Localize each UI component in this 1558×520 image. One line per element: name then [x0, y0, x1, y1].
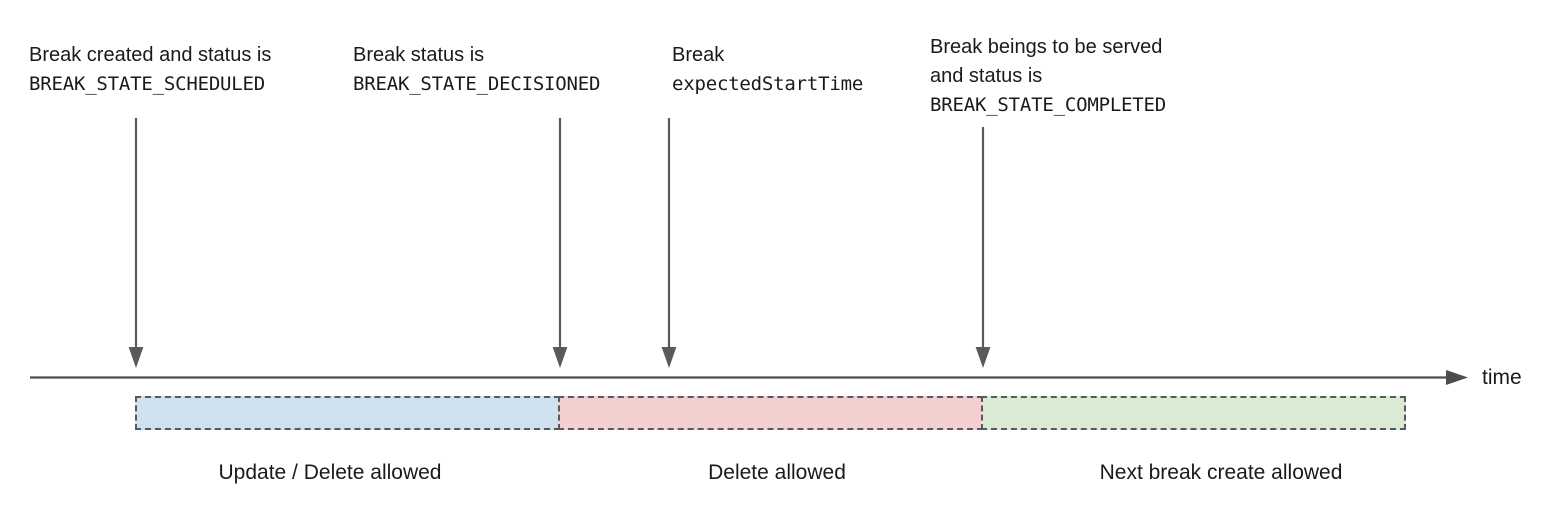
annotation-decisioned: Break status is BREAK_STATE_DECISIONED [353, 41, 600, 99]
marker-arrow-decisioned [552, 118, 568, 368]
annotation-decisioned-line-2: BREAK_STATE_DECISIONED [353, 73, 601, 95]
annotation-completed-line-1: Break beings to be served [930, 36, 1163, 58]
annotation-completed-line-3: BREAK_STATE_COMPLETED [930, 94, 1167, 116]
annotation-decisioned-line-1: Break status is [353, 44, 485, 66]
phase-bar-next-break-create-allowed [981, 396, 1406, 430]
annotation-expected-start-time: Break expectedStartTime [672, 41, 863, 99]
annotation-completed: Break beings to be served and status is … [930, 33, 1166, 120]
annotation-scheduled: Break created and status is BREAK_STATE_… [29, 41, 271, 99]
phase-caption-delete-allowed: Delete allowed [708, 461, 846, 484]
time-axis-label: time [1482, 366, 1522, 389]
phase-caption-update-delete-allowed: Update / Delete allowed [218, 461, 442, 484]
time-axis [30, 370, 1468, 385]
marker-arrow-expected-start-time [661, 118, 677, 368]
annotation-expected-start-time-line-2: expectedStartTime [672, 73, 864, 95]
annotation-completed-line-2: and status is [930, 65, 1043, 87]
annotation-scheduled-line-1: Break created and status is [29, 44, 272, 66]
time-axis-arrowhead [1446, 370, 1468, 385]
marker-arrow-completed [975, 127, 991, 368]
phase-caption-next-break-create-allowed: Next break create allowed [1099, 461, 1343, 484]
annotation-scheduled-line-2: BREAK_STATE_SCHEDULED [29, 73, 266, 95]
marker-arrow-scheduled [128, 118, 144, 368]
annotation-expected-start-time-line-1: Break [672, 44, 725, 66]
phase-bar-update-delete-allowed [135, 396, 560, 430]
phase-bar-delete-allowed [558, 396, 983, 430]
